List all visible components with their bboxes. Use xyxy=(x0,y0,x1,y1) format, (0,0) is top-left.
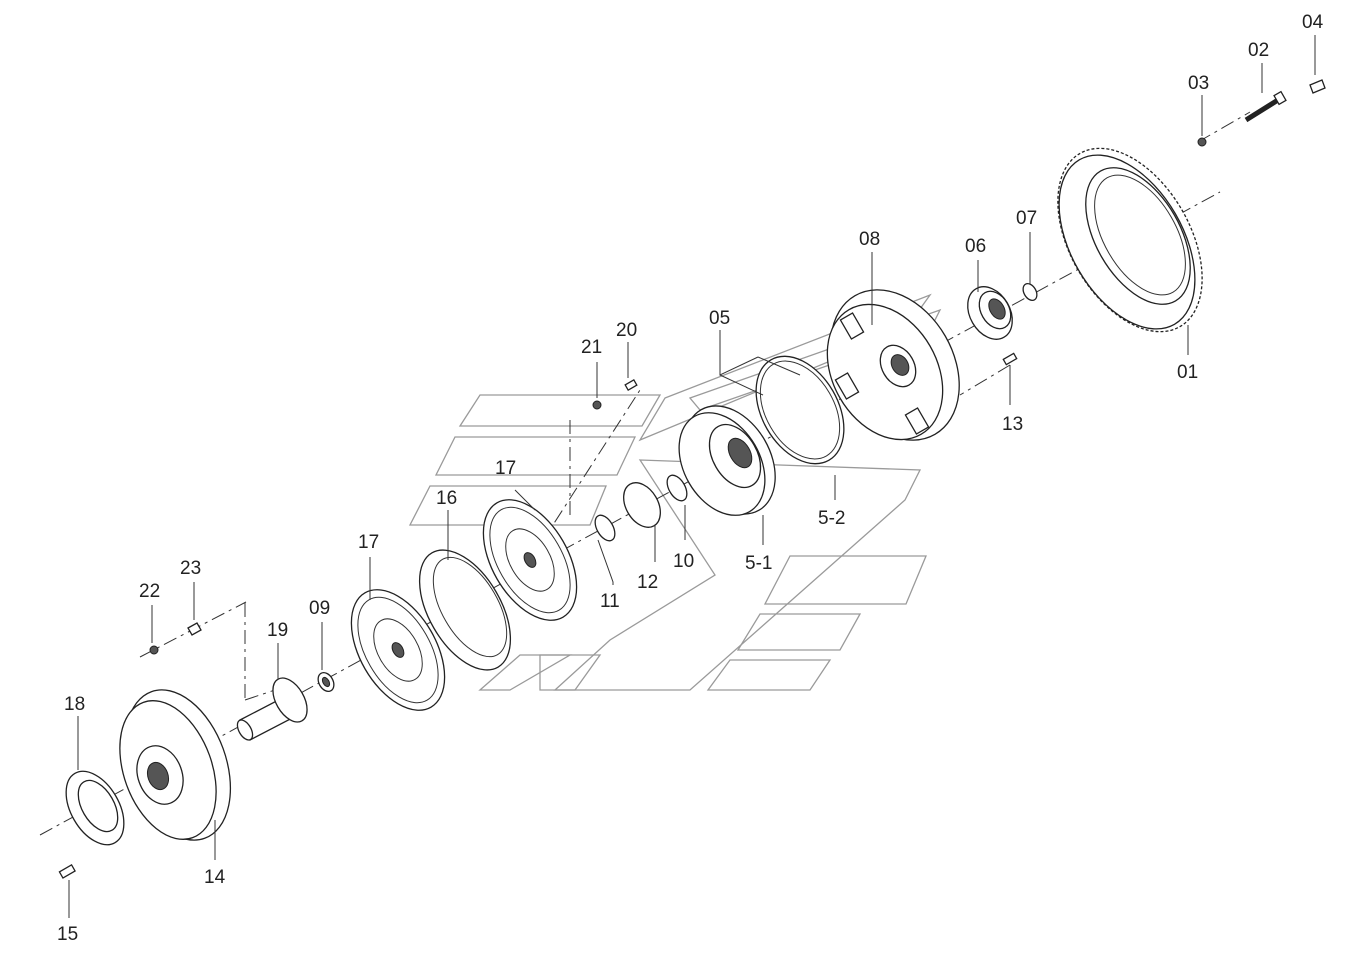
callout-05: 05 xyxy=(709,308,730,329)
callout-20: 20 xyxy=(616,320,637,341)
bearing-09 xyxy=(317,672,335,692)
callout-02: 02 xyxy=(1248,40,1269,61)
friction-disc-17-upper xyxy=(482,499,578,621)
callout-16: 16 xyxy=(436,488,457,509)
ring-gear-01 xyxy=(1057,147,1203,333)
callout-14: 14 xyxy=(204,867,226,888)
callout-17-lower: 17 xyxy=(358,532,379,553)
callout-12: 12 xyxy=(637,572,658,593)
washer-23 xyxy=(187,622,202,636)
plate-04 xyxy=(1309,79,1326,94)
callout-5-2: 5-2 xyxy=(818,508,845,529)
piston-assembly-05 xyxy=(678,355,845,516)
callout-09: 09 xyxy=(309,598,330,619)
flange-housing-14 xyxy=(119,689,232,841)
callout-08: 08 xyxy=(859,229,880,250)
callout-01: 01 xyxy=(1177,362,1198,383)
bearing-06 xyxy=(967,286,1013,340)
callout-06: 06 xyxy=(965,236,986,257)
callout-19: 19 xyxy=(267,620,288,641)
ring-10 xyxy=(666,474,688,502)
bolt-20 xyxy=(624,379,638,391)
steel-plate-16 xyxy=(418,549,512,671)
washer-12 xyxy=(623,482,661,528)
pin-13 xyxy=(1002,352,1018,366)
callout-18: 18 xyxy=(64,694,85,715)
callout-23: 23 xyxy=(180,558,201,579)
callout-5-1: 5-1 xyxy=(745,553,772,574)
pin-15 xyxy=(58,864,76,879)
leader-lines xyxy=(68,35,1316,918)
nut-22 xyxy=(149,645,159,655)
callout-17-upper: 17 xyxy=(495,458,516,479)
bolt-02 xyxy=(1244,90,1287,123)
seal-18 xyxy=(65,770,125,846)
callout-04: 04 xyxy=(1302,12,1324,33)
snap-ring-07 xyxy=(1022,282,1038,302)
shaft-19 xyxy=(236,677,308,741)
clutch-housing-08 xyxy=(826,289,960,441)
nut-21 xyxy=(592,400,602,410)
callout-22: 22 xyxy=(139,581,160,602)
snap-ring-11 xyxy=(594,514,616,542)
callout-03: 03 xyxy=(1188,73,1209,94)
nut-03 xyxy=(1197,137,1207,147)
callout-21: 21 xyxy=(581,337,602,358)
callout-11: 11 xyxy=(600,591,620,612)
callout-13: 13 xyxy=(1002,414,1023,435)
callout-15: 15 xyxy=(57,924,78,945)
callout-labels: 01 02 03 04 05 06 07 08 09 10 11 12 13 1… xyxy=(57,12,1324,945)
friction-disc-17-lower xyxy=(350,589,446,711)
callout-07: 07 xyxy=(1016,208,1037,229)
callout-10: 10 xyxy=(673,551,694,572)
